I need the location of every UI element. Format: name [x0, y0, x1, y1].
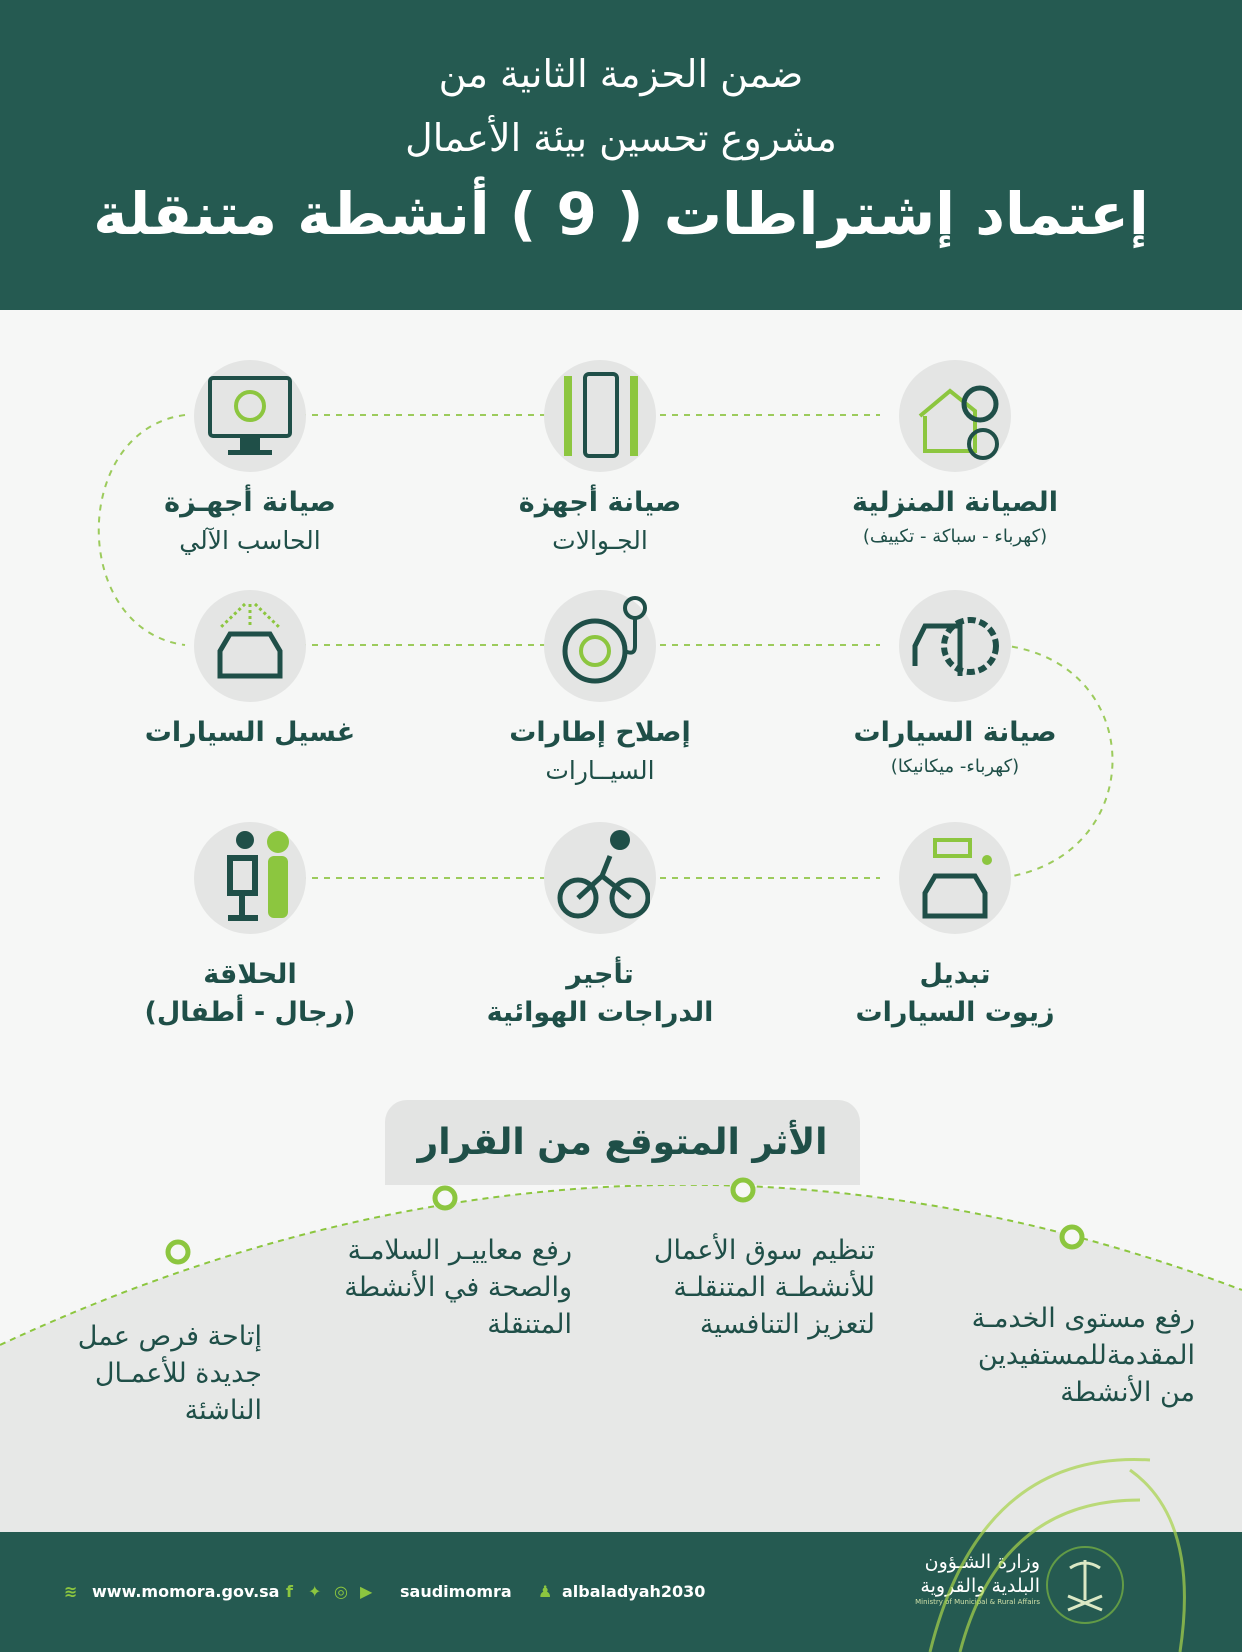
impact-item-job-opportunities: إتاحة فرص عمل جديدة للأعمـال الناشئة	[40, 1318, 262, 1429]
home-maintenance-icon	[918, 385, 999, 460]
header-line-2: مشروع تحسين بيئة الأعمال	[405, 116, 837, 160]
activity-subtitle: الحاسب الآلي	[179, 526, 321, 555]
impact-text: من الأنشطة	[1060, 1377, 1195, 1408]
tire-repair-icon	[562, 596, 647, 684]
facebook-icon[interactable]: f	[286, 1582, 293, 1601]
ministry-emblem-icon	[1046, 1546, 1124, 1624]
snapchat-handle[interactable]: albaladyah2030	[562, 1582, 706, 1601]
computer-repair-icon	[208, 376, 292, 455]
social-handle[interactable]: saudimomra	[400, 1582, 512, 1601]
activity-subtitle: (رجال - أطفال)	[144, 997, 356, 1028]
impact-text: المتنقلة	[487, 1309, 572, 1340]
impact-item-safety-standards: رفع معاييـر السلامـة والصحة في الأنشطة الم…	[280, 1232, 572, 1343]
activity-title: الحلاقة	[203, 959, 297, 990]
activity-car-maintenance: صيانة السيارات (كهرباء- ميكانيكا)	[805, 590, 1105, 782]
footer: ≋ www.momora.gov.sa f ✦ ◎ ▶ saudimomra ♟…	[0, 1532, 1242, 1652]
activity-car-wash: غسيل السيارات	[100, 590, 400, 752]
activity-computer-repair: صيانة أجهـزة الحاسب الآلي	[100, 360, 400, 560]
impact-text: للأنشطـة المتنقلـة	[673, 1272, 875, 1303]
activity-home-maintenance: الصيانة المنزلية (كهرباء - سباكة - تكييف…	[805, 360, 1105, 552]
impact-item-service-level: رفع مستوى الخدمـة المقدمةللمستفيدين من الأ…	[900, 1300, 1195, 1411]
impact-text: جديدة للأعمـال	[94, 1358, 262, 1389]
mobile-repair-icon	[564, 372, 638, 458]
activity-subtitle: زيوت السيارات	[855, 997, 1055, 1028]
activity-subtitle: السيــارات	[545, 756, 655, 785]
page-title: إعتماد إشتراطات ( 9 ) أنشطة متنقلة	[93, 180, 1149, 248]
snapchat-icon[interactable]: ♟	[538, 1582, 553, 1601]
activity-title: تبديل	[919, 959, 991, 990]
barber-icon	[227, 831, 289, 921]
activity-mobile-repair: صيانة أجهزة الجـوالات	[450, 360, 750, 560]
wifi-icon: ≋	[64, 1582, 78, 1601]
activity-bicycle-rental: تأجير الدراجات الهوائية	[450, 822, 750, 1032]
impact-title: الأثر المتوقع من القرار	[385, 1100, 860, 1185]
activity-subtitle: (كهرباء - سباكة - تكييف)	[862, 526, 1048, 547]
activity-barber: الحلاقة (رجال - أطفال)	[100, 822, 400, 1032]
activity-title: صيانة السيارات	[853, 717, 1057, 748]
activity-title: الصيانة المنزلية	[852, 487, 1058, 518]
impact-text: إتاحة فرص عمل	[77, 1321, 262, 1352]
activity-title: صيانة أجهـزة	[164, 487, 336, 518]
activity-title: إصلاح إطارات	[509, 717, 691, 748]
youtube-icon[interactable]: ▶	[360, 1582, 373, 1601]
impact-item-market-regulation: تنظيم سوق الأعمال للأنشطـة المتنقلـة لتعزي…	[590, 1232, 875, 1343]
car-wash-icon	[217, 602, 283, 679]
impact-text: والصحة في الأنشطة	[344, 1272, 572, 1303]
activity-subtitle: الدراجات الهوائية	[486, 997, 714, 1028]
instagram-icon[interactable]: ◎	[334, 1582, 348, 1601]
activity-subtitle: الجـوالات	[552, 526, 648, 555]
activity-subtitle: (كهرباء- ميكانيكا)	[890, 756, 1020, 777]
impact-text: المقدمةللمستفيدين	[977, 1340, 1195, 1371]
website-link[interactable]: www.momora.gov.sa	[92, 1582, 280, 1601]
car-maintenance-icon	[912, 617, 999, 676]
impact-text: لتعزيز التنافسية	[699, 1309, 875, 1340]
activity-title: غسيل السيارات	[144, 717, 356, 748]
impact-text: تنظيم سوق الأعمال	[653, 1235, 875, 1266]
ministry-name-ar: وزارة الشـؤون	[924, 1551, 1040, 1573]
header-line-1: ضمن الحزمة الثانية من	[438, 52, 804, 96]
impact-text: رفع معاييـر السلامـة	[347, 1235, 572, 1266]
activity-oil-change: تبديل زيوت السيارات	[805, 822, 1105, 1032]
activity-title: صيانة أجهزة	[518, 487, 682, 518]
oil-change-icon	[922, 838, 992, 919]
impact-text: رفع مستوى الخدمـة	[971, 1303, 1195, 1334]
twitter-icon[interactable]: ✦	[308, 1582, 322, 1601]
activity-tire-repair: إصلاح إطارات السيــارات	[450, 590, 750, 790]
activity-title: تأجير	[566, 959, 634, 990]
bicycle-icon	[557, 830, 650, 919]
impact-text: الناشئة	[184, 1395, 262, 1426]
header: ضمن الحزمة الثانية من مشروع تحسين بيئة ا…	[0, 0, 1242, 310]
